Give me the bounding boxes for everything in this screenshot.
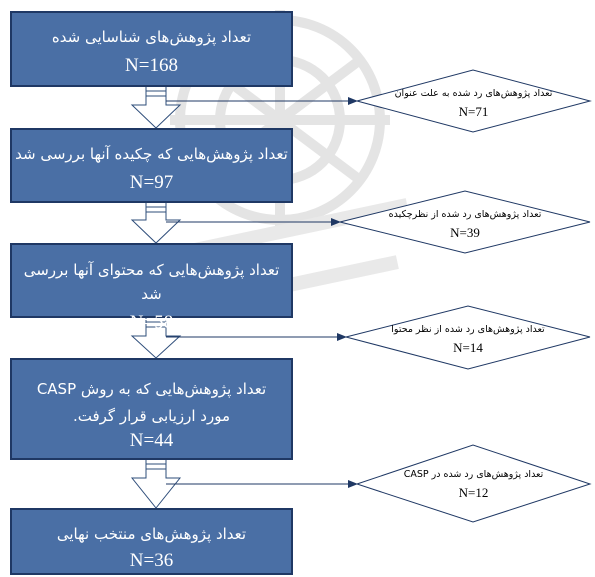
stage-box-final-selected: تعداد پژوهش‌های منتخب نهایی N=36: [10, 508, 293, 575]
exclusion-title: تعداد پژوهش‌های رد شده از نظرچکیده: [388, 209, 542, 220]
exclusion-count: N=39: [450, 225, 480, 240]
stage-box-abstract-review: تعداد پژوهش‌هایی که چکیده آنها بررسی شد …: [10, 128, 293, 203]
stage-box-casp-assessment: تعداد پژوهش‌هایی که به روش CASP مورد ارز…: [10, 358, 293, 460]
down-arrow-1: [130, 85, 182, 129]
exclusion-count: N=71: [458, 104, 489, 119]
stage-count: N=97: [129, 172, 174, 193]
stage-count: N=58: [129, 312, 174, 333]
exclusion-title: تعداد پژوهش‌های رد شده در CASP: [403, 469, 544, 480]
down-arrow-4: [130, 458, 182, 509]
stage-title: تعداد پژوهش‌هایی که به روش CASP مورد ارز…: [36, 380, 267, 425]
stage-count: N=36: [129, 550, 174, 571]
exclusion-label-content-reason: تعداد پژوهش‌های رد شده از نظر محتوا N=14: [346, 324, 590, 356]
down-arrow-3: [130, 316, 182, 359]
stage-box-identified: تعداد پژوهش‌های شناسایی شده N=168: [10, 11, 293, 87]
exclusion-diamond-2: [339, 190, 591, 254]
stage-title: تعداد پژوهش‌های شناسایی شده: [51, 28, 252, 46]
stage-box-content-review: تعداد پژوهش‌هایی که محتوای آنها بررسی شد…: [10, 243, 293, 333]
exclusion-count: N=12: [458, 485, 489, 500]
stage-title: تعداد پژوهش‌هایی که چکیده آنها بررسی شد: [15, 145, 288, 163]
down-arrow-2: [130, 201, 182, 244]
exclusion-label-title-reason: تعداد پژوهش‌های رد شده به علت عنوان N=71: [357, 88, 590, 120]
exclusion-label-abstract-reason: تعداد پژوهش‌های رد شده از نظرچکیده N=39: [340, 209, 590, 241]
exclusion-diamond-4: [355, 444, 592, 523]
stage-title: تعداد پژوهش‌هایی که محتوای آنها بررسی شد: [23, 261, 280, 303]
exclusion-diamond-3: [345, 305, 591, 370]
exclusion-title: تعداد پژوهش‌های رد شده به علت عنوان: [394, 88, 553, 99]
exclusion-title: تعداد پژوهش‌های رد شده از نظر محتوا: [391, 324, 545, 335]
stage-count: N=168: [125, 55, 178, 76]
exclusion-label-casp-reason: تعداد پژوهش‌های رد شده در CASP N=12: [357, 469, 590, 501]
exclusion-diamond-1: [355, 69, 592, 133]
exclusion-count: N=14: [453, 340, 483, 355]
stage-count: N=44: [129, 430, 174, 451]
stage-title: تعداد پژوهش‌های منتخب نهایی: [56, 525, 247, 543]
